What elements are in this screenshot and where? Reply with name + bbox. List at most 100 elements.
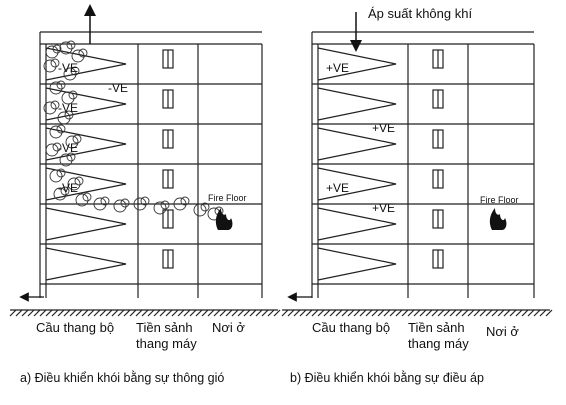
ground-hatch: [237, 309, 245, 317]
ground-hatch: [99, 309, 107, 317]
panel-b-zone-lift: thang máy: [408, 336, 469, 351]
smoke-puff: [71, 49, 85, 63]
panel-a-building: -VE -VE -VE -VE -VE Fire Floor Cầu thang…: [9, 4, 281, 385]
ground-hatch: [287, 309, 295, 317]
smoke-puff: [120, 198, 130, 208]
ground-hatch: [437, 309, 445, 317]
ground-hatch: [293, 309, 301, 317]
ground-hatch: [51, 309, 59, 317]
panel-b-air-label: Áp suất không khí: [368, 6, 472, 21]
ground-hatch: [545, 309, 553, 317]
smoke-puff: [113, 199, 127, 213]
panel-b-fire-label: Fire Floor: [480, 195, 519, 205]
panel-a-structure: [9, 31, 281, 317]
smoke-puff: [59, 153, 73, 167]
smoke-puff: [133, 197, 147, 211]
ground-hatch: [231, 309, 239, 317]
ground-hatch: [473, 309, 481, 317]
panel-b-structure: [281, 31, 553, 317]
panel-b-building: Áp suất không khí +VE +VE +VE +VE Fire F…: [281, 6, 553, 385]
ground-hatch: [365, 309, 373, 317]
ground-hatch: [527, 309, 535, 317]
ground-hatch: [33, 309, 41, 317]
smoke-puff: [49, 81, 63, 95]
panel-b-pressure-label: +VE: [326, 181, 349, 195]
ground-hatch: [311, 309, 319, 317]
ground-hatch: [443, 309, 451, 317]
stair-flight: [317, 247, 397, 281]
smoke-puff: [56, 124, 66, 134]
ground-hatch: [39, 309, 47, 317]
ground-hatch: [57, 309, 65, 317]
ground-hatch: [281, 309, 289, 317]
ground-hatch: [129, 309, 137, 317]
ground-hatch: [147, 309, 155, 317]
ground-hatch: [431, 309, 439, 317]
panel-b-flame-icon: [489, 208, 507, 230]
stair-flight: [317, 207, 397, 241]
smoke-puff: [45, 45, 59, 59]
ground-hatch: [371, 309, 379, 317]
ground-hatch: [305, 309, 313, 317]
ground-hatch: [201, 309, 209, 317]
smoke-puff: [93, 197, 107, 211]
ground-hatch: [183, 309, 191, 317]
ground-hatch: [45, 309, 53, 317]
smoke-puff: [64, 110, 74, 120]
stair-flight: [45, 207, 127, 241]
ground-hatch: [141, 309, 149, 317]
ground-hatch: [87, 309, 95, 317]
ground-hatch: [189, 309, 197, 317]
ground-hatch: [123, 309, 131, 317]
smoke-puff: [45, 143, 59, 157]
panel-a-zone-residence: Nơi ở: [212, 320, 245, 335]
ground-hatch: [341, 309, 349, 317]
ground-hatch: [15, 309, 23, 317]
ground-hatch: [207, 309, 215, 317]
smoke-puff: [59, 41, 73, 55]
ground-hatch: [255, 309, 263, 317]
panel-b-zone-residence: Nơi ở: [486, 324, 519, 339]
smoke-puff: [74, 176, 84, 186]
smoke-puff: [53, 187, 67, 201]
panel-a-caption: a) Điều khiển khói bằng sự thông gió: [20, 370, 224, 385]
smoke-puff: [43, 59, 57, 73]
smoke-puff: [193, 203, 207, 217]
smoke-puff: [65, 135, 79, 149]
smoke-puff: [200, 202, 210, 212]
stair-flight: [317, 87, 397, 121]
smoke-puff: [180, 196, 190, 206]
ground-hatch: [135, 309, 143, 317]
ground-hatch: [533, 309, 541, 317]
smoke-puff: [70, 66, 80, 76]
smoke-puff: [61, 91, 75, 105]
ground-hatch: [219, 309, 227, 317]
panel-a-pressure-label: -VE: [58, 61, 78, 75]
ground-hatch: [213, 309, 221, 317]
ground-hatch: [539, 309, 547, 317]
ground-hatch: [21, 309, 29, 317]
ground-hatch: [317, 309, 325, 317]
ground-hatch: [93, 309, 101, 317]
ground-hatch: [449, 309, 457, 317]
smoke-puff: [72, 134, 82, 144]
smoke-puff: [49, 125, 63, 139]
stair-flight: [317, 127, 397, 161]
panel-a-flame-icon: [215, 208, 233, 230]
smoke-puff: [173, 197, 187, 211]
ground-hatch: [419, 309, 427, 317]
ground-hatch: [267, 309, 275, 317]
ground-hatch: [521, 309, 529, 317]
smoke-puff: [160, 200, 170, 210]
ground-hatch: [389, 309, 397, 317]
smoke-puff: [56, 80, 66, 90]
stair-flight: [45, 127, 127, 161]
ground-hatch: [273, 309, 281, 317]
smoke-puff: [57, 111, 71, 125]
stair-flight: [45, 247, 127, 281]
smoke-puff: [153, 201, 167, 215]
ground-hatch: [407, 309, 415, 317]
ground-hatch: [461, 309, 469, 317]
ground-hatch: [455, 309, 463, 317]
smoke-puff: [66, 40, 76, 50]
